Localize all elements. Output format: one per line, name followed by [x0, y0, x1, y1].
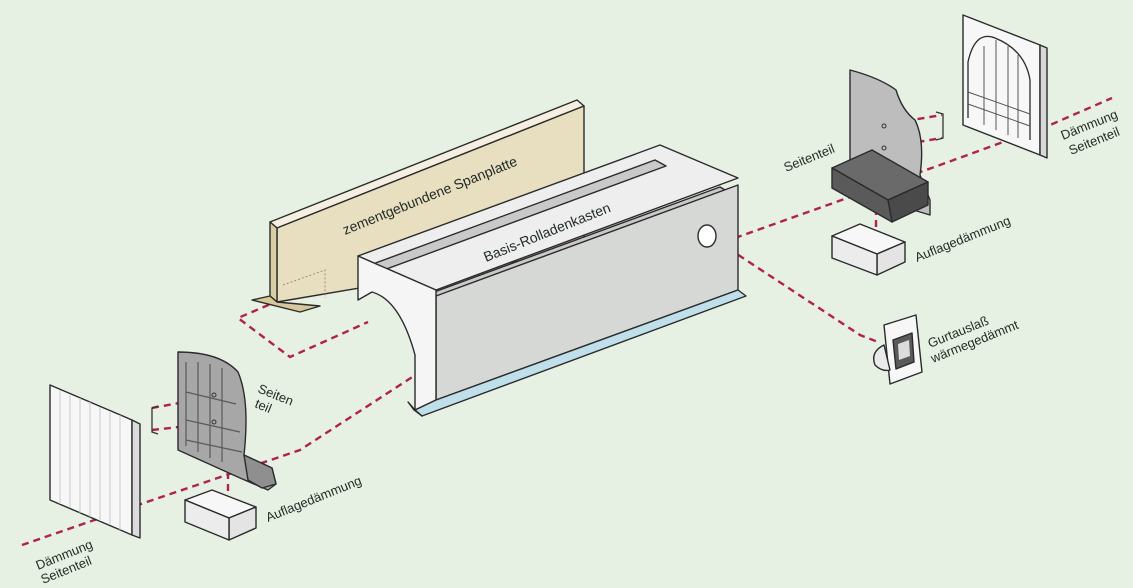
label-support-insulation-right: Auflagedämmung	[913, 213, 1013, 265]
belt-outlet-slot-highlight	[898, 340, 910, 360]
belt-outlet-arc	[872, 344, 891, 372]
chipboard-end-face	[269, 221, 278, 303]
right-side-part-hole-1	[881, 123, 887, 129]
left-clip-bracket	[151, 405, 159, 435]
right-insulation-edge	[1039, 44, 1048, 159]
label-support-insulation-left: Auflagedämmung	[264, 473, 364, 525]
label-side-right: Seitenteil	[782, 141, 837, 175]
right-insulation-arch-lines	[967, 40, 1031, 138]
label-side-left-line2: teil	[253, 396, 274, 416]
dashed-line-main-axis	[21, 370, 421, 547]
box-bottom-edge	[407, 401, 423, 417]
right-side-part-hole-2	[881, 145, 887, 151]
right-support-insulation	[831, 223, 906, 276]
right-insulation-arch	[967, 35, 1031, 140]
belt-hole	[697, 224, 717, 248]
dashed-line-right-axis	[734, 96, 1113, 240]
chipboard-foot	[251, 295, 321, 313]
left-insulation-edge	[131, 419, 141, 539]
left-side-part-foot	[243, 454, 277, 489]
dashed-line-belt-outlet	[707, 233, 879, 344]
left-insulation-plate	[49, 384, 141, 539]
left-side-part-hole-1	[211, 392, 217, 398]
left-side-part-grid	[185, 362, 243, 462]
right-clip-bracket	[935, 111, 944, 141]
dashed-line-chipboard	[235, 298, 369, 359]
left-support-insulation	[184, 489, 257, 541]
left-side-part-hole-2	[211, 419, 217, 425]
left-insulation-stripes	[59, 390, 121, 530]
right-insulation-face	[962, 14, 1041, 156]
chipboard-hidden-lines	[282, 269, 326, 298]
right-insulation-plate	[962, 14, 1048, 159]
right-side-part-box-side	[831, 167, 893, 223]
left-support-side	[184, 499, 230, 541]
belt-outlet	[872, 314, 923, 385]
roller-shutter-box	[357, 144, 747, 417]
left-side-part	[151, 351, 277, 491]
right-support-side	[831, 235, 878, 276]
right-side-part	[831, 69, 944, 223]
